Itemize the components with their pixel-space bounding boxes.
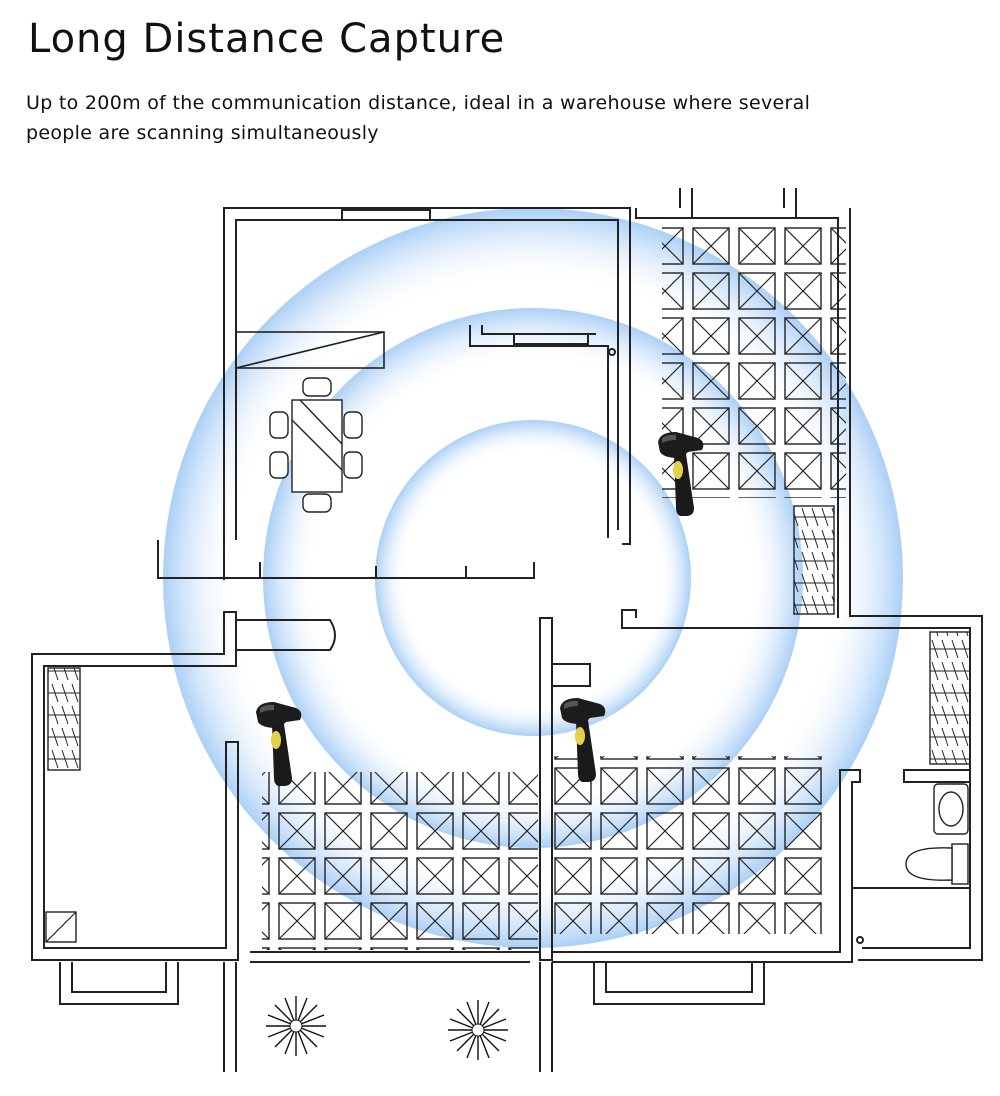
tree-icon [265,995,509,1061]
box-grid [45,220,846,950]
storage-shelf [235,331,385,369]
building-walls [31,188,983,1072]
page-description: Up to 200m of the communication distance… [26,92,811,144]
toilet-icon [905,843,969,885]
page-title: Long Distance Capture [28,16,506,62]
dining-table [269,377,363,513]
sink-icon [933,783,969,835]
shelving-rack [47,505,971,771]
